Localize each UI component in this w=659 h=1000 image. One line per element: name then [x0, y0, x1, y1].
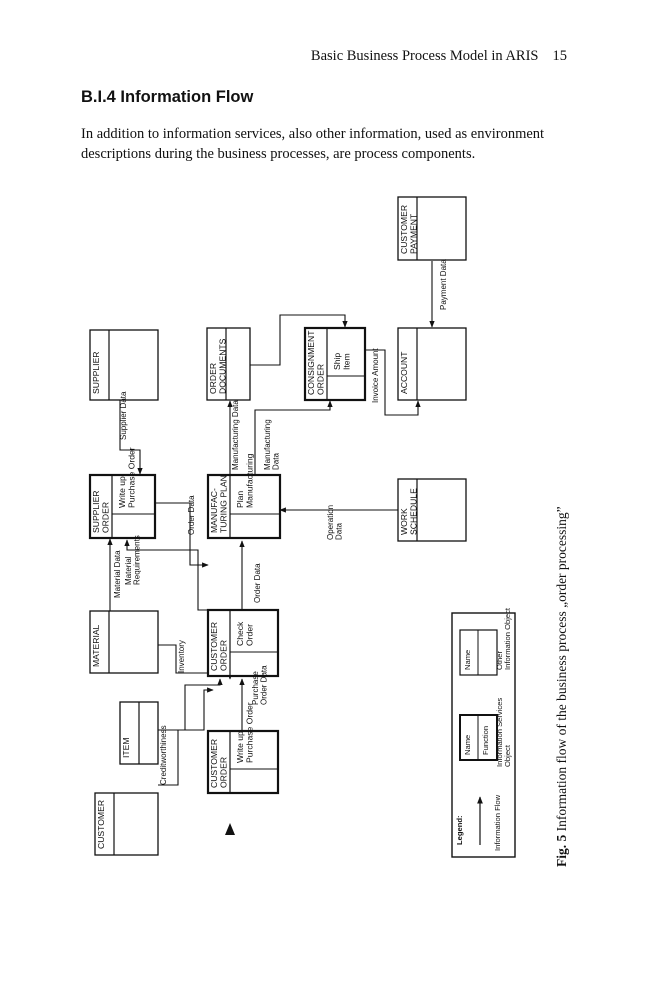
consignment-order-function-title: ORDER — [316, 364, 326, 395]
direction-arrow-icon — [225, 823, 235, 835]
supplier-order-function-title: SUPPLIER — [91, 490, 101, 533]
item-object-label: ITEM — [121, 737, 131, 758]
label-material-requirements: Material — [124, 556, 133, 585]
edge-consignment-to-account — [365, 349, 421, 416]
supplier-order-function-function: Write up — [117, 476, 127, 508]
edge-supplier-to-supplier-order — [119, 400, 143, 475]
edge-order-data-to-manufacturing — [155, 502, 209, 568]
label-order-data-1: Order Data — [187, 495, 196, 535]
edge-item-to-check — [158, 678, 223, 731]
work-schedule-object-label: SCHEDULE — [409, 488, 419, 535]
label-creditworthiness: Creditworthiness — [159, 725, 168, 785]
customer-order-check-function-title: ORDER — [219, 640, 229, 671]
customer-order-write-up-function-title: ORDER — [219, 757, 229, 788]
caption: Fig. 5 Information flow of the business … — [554, 506, 569, 867]
label-operation-data: Operation — [326, 505, 335, 540]
flow-edges — [107, 261, 435, 786]
consignment-order-function-title: CONSIGNMENT — [306, 330, 316, 395]
label-material-requirements: Requirements — [133, 535, 142, 585]
label-supplier-data: Supplier Data — [119, 391, 128, 440]
legend-information-flow: Information Flow — [493, 794, 502, 851]
label-purchase-order-data: Order Data — [260, 665, 269, 705]
manufacturing-plan-function-title: TURING PLAN — [219, 475, 229, 533]
supplier-order-function-function: Purchase Order — [127, 447, 137, 508]
section-heading: B.I.4 Information Flow — [81, 88, 254, 106]
supplier-object-label: SUPPLIER — [91, 351, 101, 394]
label-inventory: Inventory — [177, 640, 186, 673]
label-operation-data: Data — [335, 523, 344, 540]
material-object: MATERIAL — [89, 610, 159, 674]
customer-order-check-function-function: Check — [235, 621, 245, 646]
label-order-data-2: Order Data — [253, 563, 262, 603]
label-material-data: Material Data — [113, 550, 122, 598]
manufacturing-plan-function-function: Manufacturing — [245, 453, 255, 508]
edge-creditworthiness — [158, 687, 214, 786]
account-object-label: ACCOUNT — [399, 351, 409, 394]
legend-other-information: Other — [495, 651, 504, 670]
consignment-order-function-function: Ship — [332, 353, 342, 370]
edge-manufacturing-to-consignment — [254, 400, 333, 475]
item-object: ITEM — [119, 701, 159, 765]
customer-payment-object-label: CUSTOMER — [399, 205, 409, 254]
customer-payment-object-label: PAYMENT — [409, 213, 419, 254]
work-schedule-object-label: WORK — [399, 508, 409, 535]
legend-title: Legend: — [455, 815, 464, 845]
legend-other-name: Name — [463, 650, 472, 670]
customer-order-check-function-title: CUSTOMER — [209, 622, 219, 671]
customer-order-check-function-function: Order — [245, 624, 255, 646]
legend-information-services: Information Services — [495, 698, 504, 767]
running-title: Basic Business Process Model in ARIS — [310, 48, 539, 64]
supplier-object: SUPPLIER — [89, 329, 159, 401]
caption-text: Information flow of the business process… — [554, 506, 569, 834]
body-paragraph: In addition to information services, als… — [81, 126, 545, 162]
label-invoice-amount: Invoice Amount — [371, 348, 380, 403]
material-object-label: MATERIAL — [91, 624, 101, 667]
consignment-order-function-function: Item — [342, 353, 352, 370]
legend-other-information: Information Object — [503, 607, 512, 670]
customer-order-write-up-function-title: CUSTOMER — [209, 739, 219, 788]
manufacturing-plan-function-function: Plan — [235, 491, 245, 508]
label-purchase-order-data: Purchase — [251, 671, 260, 705]
supplier-order-function-title: ORDER — [101, 502, 111, 533]
legend-information-services: Object — [503, 744, 512, 767]
legend-box-name: Name — [463, 735, 472, 755]
running-header: Basic Business Process Model in ARIS 15 — [311, 48, 567, 65]
label-manufacturing-data-2: Data — [272, 453, 281, 470]
customer-order-write-up-function-function: Purchase Order — [245, 702, 255, 763]
label-manufacturing-data-2: Manufacturing — [263, 419, 272, 470]
page-number: 15 — [552, 48, 568, 64]
edge-check-to-supplier-order — [124, 539, 215, 611]
customer-object-label: CUSTOMER — [96, 800, 106, 849]
manufacturing-plan-function-title: MANUFAC- — [209, 488, 219, 533]
label-manufacturing-data-1: Manufacturing Data — [231, 400, 240, 470]
order-documents-object-label: ORDER — [208, 363, 218, 394]
legend-box-function: Function — [481, 726, 490, 755]
caption-label: Fig. 5 — [554, 835, 569, 867]
label-payment-data: Payment Data — [439, 259, 448, 310]
customer-order-write-up-function-function: Write up — [235, 731, 245, 763]
edge-documents-to-consignment — [250, 314, 348, 366]
account-object: ACCOUNT — [397, 327, 467, 401]
figure-caption: Fig. 5 Information flow of the business … — [554, 506, 569, 867]
order-documents-object-label: DOCUMENTS — [218, 338, 228, 394]
customer-object: CUSTOMER — [94, 792, 159, 856]
